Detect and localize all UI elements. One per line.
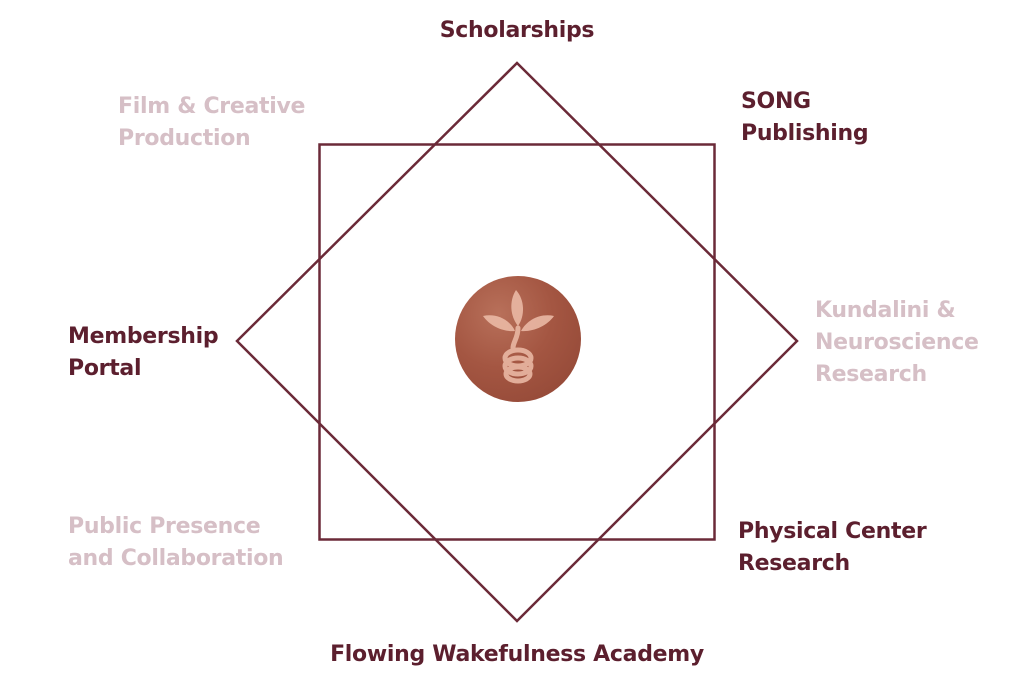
node-scholarships[interactable]: Scholarships <box>439 18 595 43</box>
sprout-spiral-emblem-icon <box>483 290 554 384</box>
node-membership-portal[interactable]: Membership Portal <box>68 324 219 381</box>
node-flowing-wakefulness-academy[interactable]: Flowing Wakefulness Academy <box>330 642 704 667</box>
node-song-publishing[interactable]: SONG Publishing <box>741 89 869 146</box>
node-public-presence-collaboration[interactable]: Public Presence and Collaboration <box>68 514 284 571</box>
node-film-creative-production[interactable]: Film & Creative Production <box>118 94 306 151</box>
node-physical-center-research[interactable]: Physical Center Research <box>738 519 927 576</box>
node-kundalini-neuroscience-research[interactable]: Kundalini & Neuroscience Research <box>815 298 979 387</box>
diamond-outline <box>235 61 799 623</box>
center-emblem <box>455 276 581 402</box>
square-outline <box>318 143 716 541</box>
